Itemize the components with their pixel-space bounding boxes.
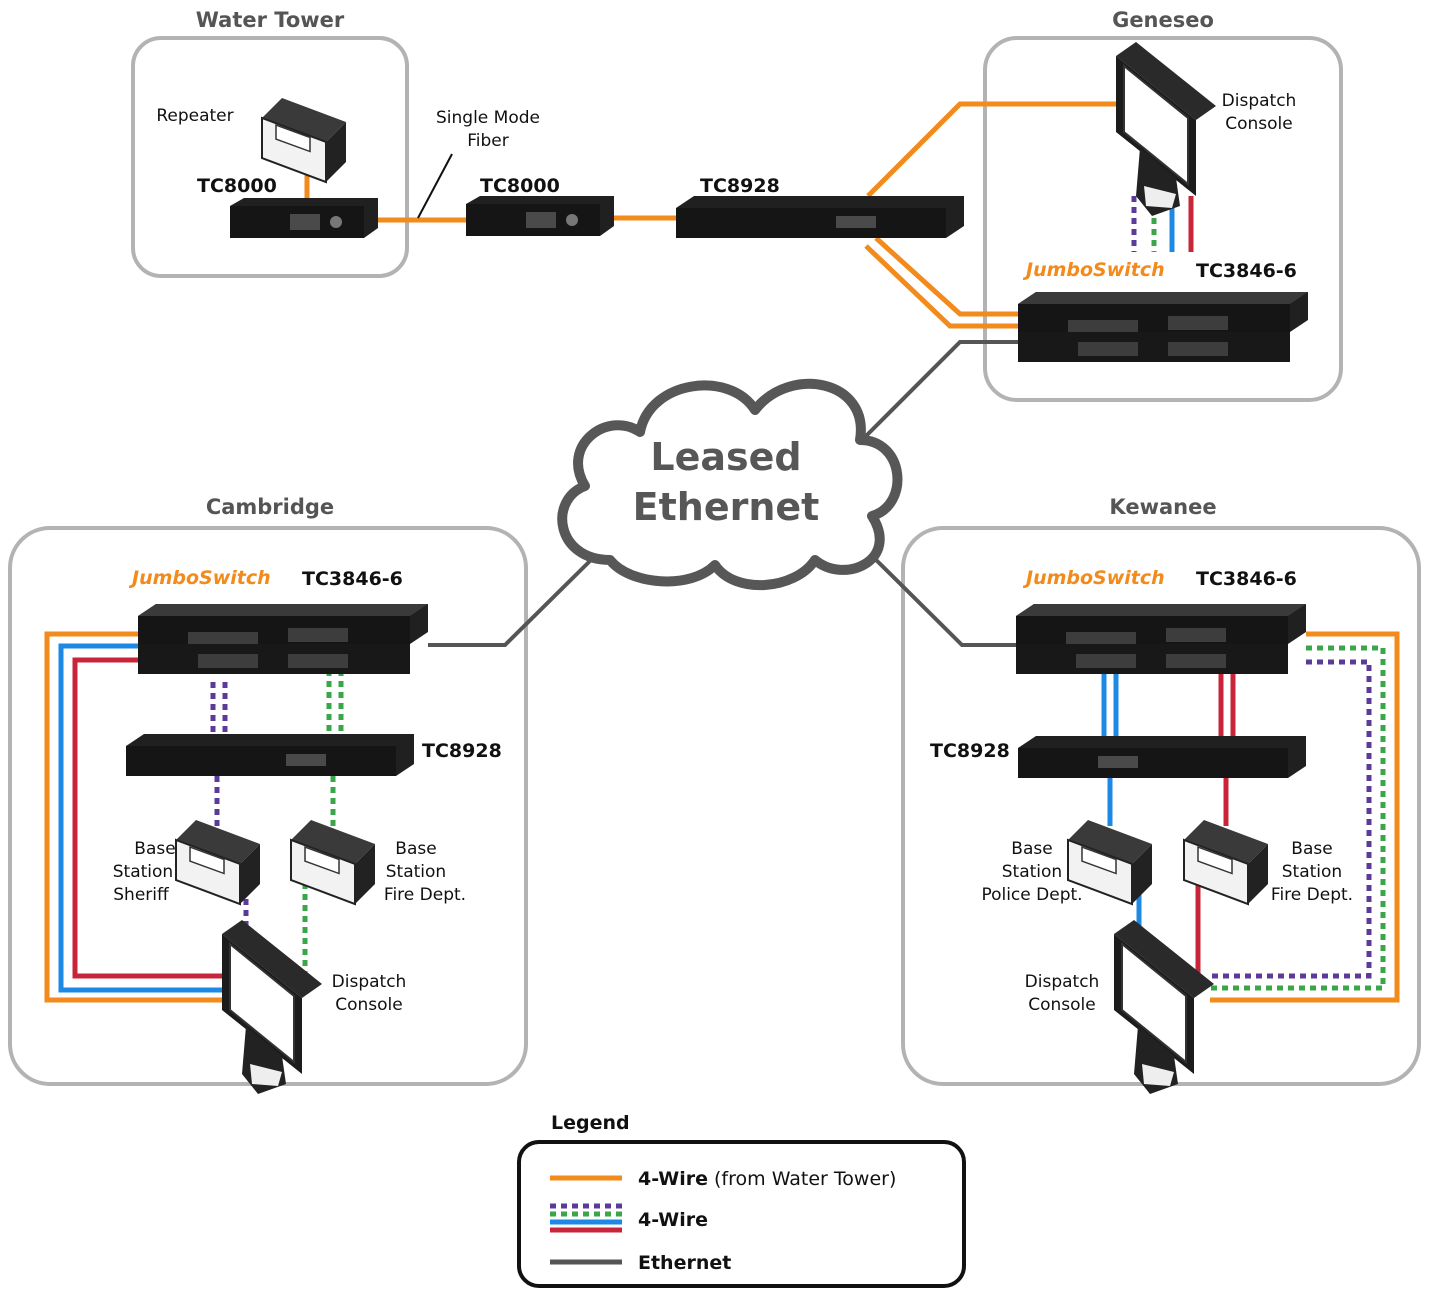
kewanee-dispatch-label-2: Console [1028,995,1096,1015]
legend-item-3: Ethernet [638,1252,731,1274]
geneseo-switch-model: TC3846-6 [1196,260,1297,282]
kewanee-brand: JumboSwitch [1022,567,1165,589]
fiber-label-line2: Fiber [467,131,509,151]
kewanee-police-label-1: Base [1011,839,1052,859]
kewanee-dispatch-label-1: Dispatch [1025,972,1100,992]
cambridge-base-sheriff [175,819,261,905]
fiber-pointer [417,153,453,219]
site-title-kewanee: Kewanee [1109,495,1216,519]
kewanee-jumboswitch [1016,604,1306,674]
site-title-cambridge: Cambridge [206,495,334,519]
tc8000-device-a [230,198,378,238]
cloud-label-line2: Ethernet [633,485,820,529]
kewanee-fire-label-2: Station [1282,862,1342,882]
legend-item-1: 4-Wire (from Water Tower) [638,1168,896,1190]
link-tc8928-geneseo-switch-a [874,236,1018,317]
geneseo-dispatch-label-1: Dispatch [1222,91,1297,111]
cambridge-dispatch-console [221,919,323,1095]
kewanee-fire-label-3: Fire Dept. [1271,885,1353,905]
cloud-label-line1: Leased [650,435,801,479]
tc8000-device-b [466,196,614,236]
ethernet-geneseo-cloud [856,340,1018,446]
geneseo-dispatch-console [1115,41,1217,217]
cambridge-fire-label-1: Base [395,839,436,859]
kewanee-fire-label-1: Base [1291,839,1332,859]
fiber-label-line1: Single Mode [436,108,540,128]
kewanee-orange-loop [1210,631,1400,1003]
legend-box [517,1140,966,1288]
kewanee-police-label-2: Station [1002,862,1062,882]
tc8000-label-a: TC8000 [197,175,277,197]
site-title-geneseo: Geneseo [1112,8,1214,32]
site-title-water-tower: Water Tower [196,8,345,32]
cambridge-sheriff-label-3: Sheriff [113,885,170,905]
cambridge-dispatch-label-1: Dispatch [332,972,407,992]
link-tc8928-geneseo-console [866,101,1116,198]
kewanee-police-label-3: Police Dept. [981,885,1082,905]
geneseo-brand: JumboSwitch [1022,259,1165,281]
site-box-water-tower [131,36,409,278]
cambridge-sheriff-label-1: Base [134,839,175,859]
kewanee-purple-loop [1210,659,1372,979]
cambridge-dispatch-label-2: Console [335,995,403,1015]
cambridge-fire-label-3: Fire Dept. [384,885,466,905]
cambridge-blue-loop [58,643,225,993]
legend-item-1-bold: 4-Wire [638,1168,708,1190]
geneseo-jumboswitch [1018,292,1308,362]
cambridge-brand: JumboSwitch [128,567,271,589]
cambridge-tc8928 [126,734,414,776]
kewanee-green-loop [1210,645,1386,991]
tc8000-label-b: TC8000 [480,175,560,197]
repeater-device [261,97,347,183]
leased-ethernet-cloud: Leased Ethernet [557,378,903,590]
kewanee-switch-model: TC3846-6 [1196,568,1297,590]
geneseo-dispatch-label-2: Console [1225,114,1293,134]
cambridge-switch-model: TC3846-6 [302,568,403,590]
cambridge-sheriff-label-2: Station [113,862,173,882]
legend-item-2: 4-Wire [638,1209,708,1231]
legend-title: Legend [551,1112,630,1134]
tc8928-label-top: TC8928 [700,175,780,197]
repeater-label: Repeater [156,106,233,126]
kewanee-tc8928 [1018,736,1306,778]
tc8928-device-top [676,196,964,238]
legend-item-1-rest: (from Water Tower) [708,1168,896,1190]
cambridge-fire-label-2: Station [386,862,446,882]
link-tc8928-geneseo-switch-b [864,244,1018,329]
cambridge-orange-loop [44,631,225,1003]
cambridge-red-loop [72,657,225,979]
site-box-geneseo [983,36,1343,402]
ethernet-kewanee-cloud [862,546,1016,647]
cambridge-tc8928-label: TC8928 [422,740,502,762]
kewanee-tc8928-label: TC8928 [930,740,1010,762]
cambridge-jumboswitch [138,604,428,674]
cambridge-base-fire [290,819,376,905]
ethernet-cambridge-cloud [428,554,597,647]
